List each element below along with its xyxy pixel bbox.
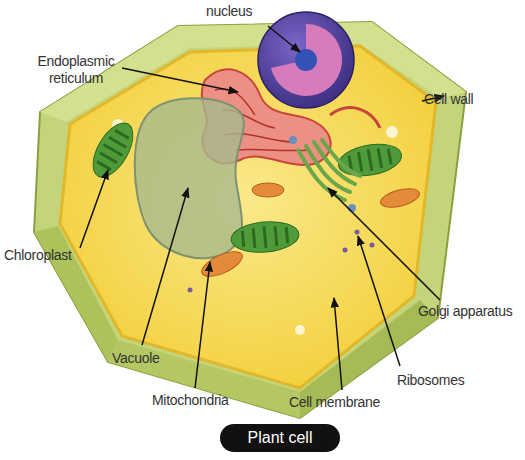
leader-line xyxy=(358,236,400,366)
part-label: Mitochondria xyxy=(152,392,252,409)
vesicle xyxy=(386,126,398,138)
part-label: nucleus xyxy=(206,3,266,20)
ribosome-dot xyxy=(188,288,193,293)
mitochondrion-shape xyxy=(252,183,284,197)
ribosome-dot xyxy=(355,230,360,235)
thylakoid-stack xyxy=(94,129,131,171)
nucleus-shape xyxy=(258,12,354,108)
chloroplast-body xyxy=(336,140,404,181)
mitochondrion-shape xyxy=(198,247,245,282)
part-label: Ribosomes xyxy=(397,372,487,389)
golgi-vesicle xyxy=(348,204,356,212)
cell-membrane-shape xyxy=(60,46,436,388)
chloroplast-body xyxy=(230,219,300,255)
leader-line xyxy=(268,26,300,52)
chloroplast-body xyxy=(85,117,141,184)
ribosome-dot xyxy=(370,243,375,248)
vesicle xyxy=(295,325,305,335)
part-label: Vacuole xyxy=(112,350,182,367)
nucleolus-shape xyxy=(295,49,317,71)
part-label: Cell wall xyxy=(424,91,514,108)
leader-line xyxy=(80,170,108,248)
er-tube xyxy=(330,108,380,128)
golgi-cisterna xyxy=(306,146,350,192)
caption-pill: Plant cell xyxy=(220,424,340,452)
chloroplast-shape xyxy=(85,117,141,184)
leader-line xyxy=(195,262,210,388)
part-label: Chloroplast xyxy=(4,247,94,264)
golgi-shape xyxy=(298,140,360,200)
part-label: Golgi apparatus xyxy=(418,303,524,320)
golgi-cisterna xyxy=(322,140,360,176)
chloroplast-group xyxy=(85,117,404,255)
chloroplast-shape xyxy=(230,219,300,255)
mitochondrion-shape xyxy=(379,185,422,211)
ribosome-dot xyxy=(343,248,348,253)
thylakoid-stack xyxy=(242,224,288,250)
part-label: Endoplasmic reticulum xyxy=(28,53,124,87)
leader-line xyxy=(328,188,440,300)
leader-line xyxy=(122,68,238,92)
golgi-cisterna xyxy=(314,142,355,184)
leader-lines xyxy=(80,26,444,390)
thylakoid-stack xyxy=(348,146,391,175)
golgi-vesicle xyxy=(289,136,297,144)
vacuole-shape xyxy=(135,98,244,258)
leader-line xyxy=(334,298,342,390)
part-label: Cell membrane xyxy=(289,394,399,411)
ribosome-dots xyxy=(188,230,375,293)
leader-line xyxy=(142,188,188,345)
nucleus-cutaway xyxy=(271,24,342,96)
chloroplast-shape xyxy=(336,140,404,181)
